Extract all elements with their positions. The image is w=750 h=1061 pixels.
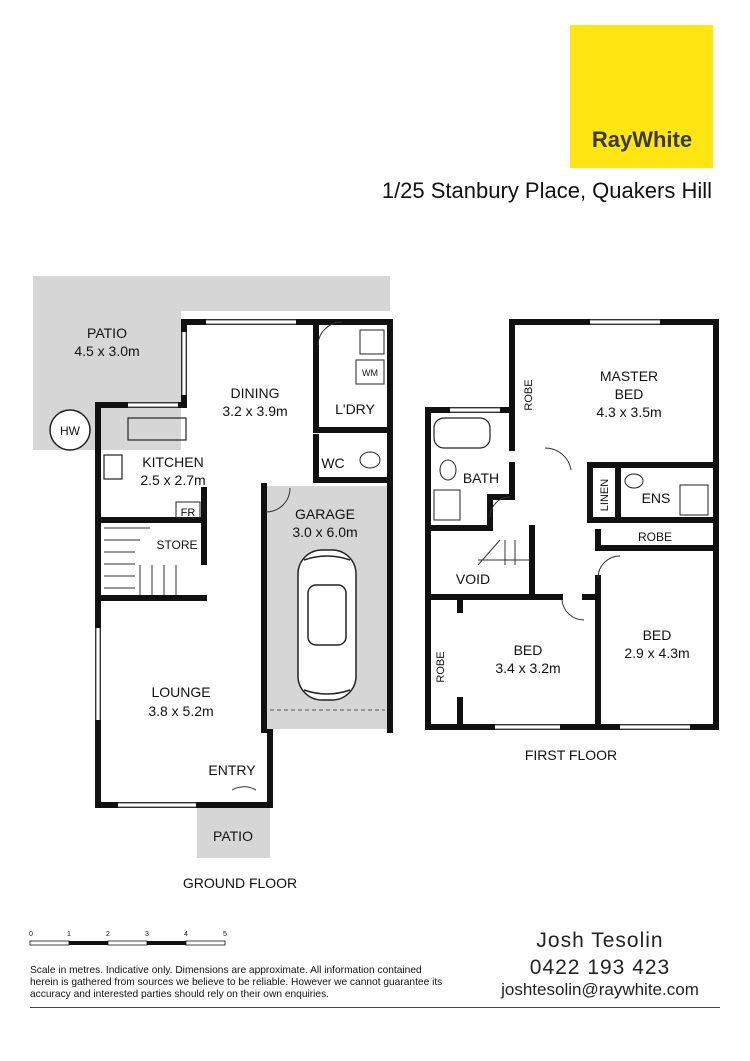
fridge-space — [175, 501, 201, 519]
first-doors — [489, 447, 621, 621]
entry-label: ENTRY — [208, 762, 256, 778]
kitchen-sink — [127, 417, 187, 441]
scale-tick-2: 2 — [106, 931, 110, 938]
first-window-lines — [450, 319, 690, 730]
raywhite-logo: RayWhite — [570, 25, 713, 168]
laundry-tub — [359, 329, 385, 355]
scale-bar: 0 1 2 3 4 5 — [29, 931, 227, 946]
agent-name: Josh Tesolin — [536, 929, 664, 952]
garage-label: GARAGE — [295, 506, 355, 522]
lounge-label: LOUNGE — [151, 684, 210, 700]
bottom-divider — [30, 1007, 720, 1008]
robe-master-label: ROBE — [523, 379, 535, 410]
bed3-dims: 2.9 x 4.3m — [624, 645, 689, 661]
patio-bottom-label: PATIO — [213, 828, 253, 844]
kitchen-label: KITCHEN — [142, 454, 203, 470]
first-walls — [425, 319, 719, 730]
void-label: VOID — [456, 571, 490, 587]
disclaimer-text: Scale in metres. Indicative only. Dimens… — [30, 965, 443, 1000]
patio-top-dims: 4.5 x 3.0m — [74, 343, 139, 359]
ground-floor-title: GROUND FLOOR — [183, 875, 297, 891]
garage-dims: 3.0 x 6.0m — [292, 524, 357, 540]
master-bed-line2: BED — [615, 386, 644, 402]
master-bed-dims: 4.3 x 3.5m — [596, 404, 661, 420]
agent-email[interactable]: joshtesolin@raywhite.com — [501, 980, 699, 999]
ground-window-lines — [95, 319, 296, 808]
logo-wordmark: RayWhite — [592, 127, 692, 152]
ground-stairs — [104, 527, 177, 595]
linen-label: LINEN — [599, 479, 611, 511]
ground-doors — [231, 321, 343, 791]
ground-floor-plan: PATIO 4.5 x 3.0m HW DINING 3.2 x 3.9m WM… — [33, 276, 393, 891]
ensuite-toilet — [624, 473, 644, 489]
store-label: STORE — [156, 538, 197, 552]
first-stairs — [477, 539, 530, 566]
agent-phone[interactable]: 0422 193 423 — [529, 956, 671, 979]
bed2-dims: 3.4 x 3.2m — [495, 660, 560, 676]
property-address: 1/25 Stanbury Place, Quakers Hill — [381, 178, 712, 203]
bath-label: BATH — [463, 470, 499, 486]
scale-tick-1: 1 — [67, 931, 71, 938]
scale-tick-5: 5 — [223, 931, 227, 938]
ensuite-label: ENS — [642, 490, 671, 506]
scale-tick-4: 4 — [184, 931, 188, 938]
wm-label: WM — [362, 368, 378, 378]
bed3-label: BED — [643, 627, 672, 643]
hot-water-unit — [49, 409, 91, 451]
dining-dims: 3.2 x 3.9m — [222, 403, 287, 419]
wc-toilet — [359, 451, 381, 469]
logo-background — [570, 25, 713, 168]
first-floor-title: FIRST FLOOR — [525, 747, 617, 763]
master-bed-line1: MASTER — [600, 368, 658, 384]
laundry-label: L'DRY — [335, 401, 375, 417]
cooktop — [103, 454, 123, 480]
bath-shower — [433, 489, 461, 521]
bathtub — [433, 417, 491, 449]
ensuite-shower — [679, 484, 709, 516]
wc-label: WC — [321, 455, 344, 471]
first-windows — [450, 320, 690, 729]
ground-windows — [96, 320, 296, 807]
bed2-label: BED — [514, 642, 543, 658]
first-floor-plan: ROBE MASTER BED 4.3 x 3.5m BATH LINEN EN… — [425, 319, 719, 763]
car-icon — [297, 549, 357, 701]
kitchen-dims: 2.5 x 2.7m — [140, 472, 205, 488]
fridge-label: FR — [181, 507, 196, 519]
lounge-dims: 3.8 x 5.2m — [148, 703, 213, 719]
robe-bed3-label: ROBE — [638, 530, 672, 544]
hw-label: HW — [60, 424, 81, 438]
patio-top-label: PATIO — [87, 325, 127, 341]
patio-bottom-area — [197, 805, 270, 858]
scale-tick-3: 3 — [145, 931, 149, 938]
washing-machine — [355, 359, 385, 385]
scale-tick-0: 0 — [29, 931, 33, 938]
robe-bed2-label: ROBE — [435, 651, 447, 682]
bath-toilet — [439, 459, 457, 481]
dining-label: DINING — [231, 385, 280, 401]
